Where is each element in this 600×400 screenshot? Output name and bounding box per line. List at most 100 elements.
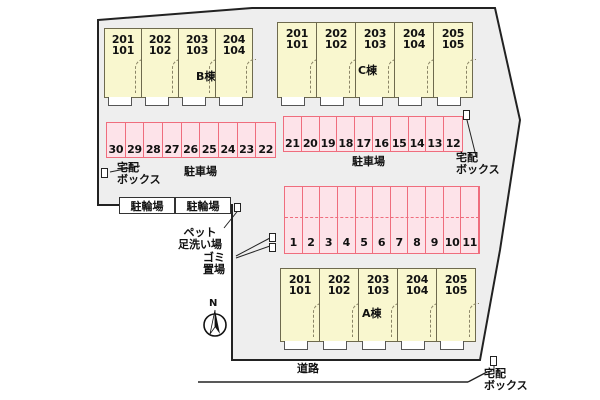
parking-row-center[interactable]: 1 2 3 4 5 6 7 8 9 10 11 — [284, 186, 480, 254]
parking-stall[interactable]: 5 — [356, 187, 374, 253]
entrance-porch — [398, 97, 422, 106]
parking-stall[interactable]: 11 — [461, 187, 480, 253]
entrance-door-icon — [469, 303, 479, 337]
delivery-box-label-right: 宅配 ボックス — [456, 151, 500, 177]
parking-row-right[interactable]: 21 20 19 18 17 16 15 14 13 12 — [283, 116, 463, 152]
entrance-door-icon — [391, 303, 401, 337]
compass-icon — [203, 309, 227, 337]
entrance-door-icon — [427, 59, 437, 93]
parking-stall[interactable]: 30 — [107, 123, 126, 157]
entrance-door-icon — [246, 59, 256, 93]
entrance-door-icon — [310, 59, 320, 93]
entrance-door-icon — [135, 59, 145, 93]
entrance-door-icon — [466, 59, 476, 93]
parking-stall[interactable]: 3 — [320, 187, 338, 253]
pet-wash-label: ペット 足洗い場 — [178, 226, 222, 252]
parking-stall[interactable]: 4 — [338, 187, 356, 253]
entrance-porch — [437, 97, 461, 106]
parking-row-left[interactable]: 30 29 28 27 26 25 24 23 22 — [106, 122, 276, 158]
entrance-porch — [359, 97, 383, 106]
parking-stall[interactable]: 21 — [284, 117, 302, 151]
parking-center-divider — [285, 217, 479, 219]
road-label: 道路 — [297, 362, 319, 375]
parking-stall[interactable]: 29 — [126, 123, 145, 157]
parking-stall[interactable]: 25 — [200, 123, 220, 157]
building-a-label: A棟 — [362, 307, 382, 320]
parking-stall[interactable]: 23 — [238, 123, 257, 157]
parking-stall[interactable]: 26 — [182, 123, 201, 157]
parking-stall[interactable]: 16 — [373, 117, 391, 151]
bicycle-parking-2[interactable]: 駐輪場 — [175, 197, 231, 214]
delivery-box-label-bottom: 宅配 ボックス — [484, 367, 528, 393]
parking-stall[interactable]: 8 — [408, 187, 427, 253]
entrance-porch — [281, 97, 305, 106]
parking-stall[interactable]: 7 — [391, 187, 409, 253]
garbage-marker-lower[interactable] — [269, 243, 276, 252]
parking-stall[interactable]: 20 — [302, 117, 320, 151]
delivery-box-marker-bottom[interactable] — [490, 356, 497, 366]
building-b-label: B棟 — [196, 70, 216, 83]
parking-stall[interactable]: 15 — [391, 117, 409, 151]
parking-stall[interactable]: 18 — [337, 117, 356, 151]
parking-stall[interactable]: 27 — [163, 123, 182, 157]
parking-stall[interactable]: 1 — [285, 187, 303, 253]
entrance-door-icon — [388, 59, 398, 93]
parking-stall[interactable]: 2 — [303, 187, 321, 253]
delivery-box-marker-right[interactable] — [463, 110, 470, 120]
parking-stall[interactable]: 10 — [444, 187, 462, 253]
parking-stall[interactable]: 12 — [445, 137, 461, 150]
entrance-porch — [401, 341, 425, 350]
pet-wash-marker[interactable] — [234, 203, 241, 212]
delivery-box-marker-left[interactable] — [101, 168, 108, 178]
parking-stall[interactable]: 17 — [355, 117, 373, 151]
compass-rose: N — [200, 298, 230, 340]
parking-stall[interactable]: 6 — [373, 187, 391, 253]
delivery-box-label-left: 宅配 ボックス — [117, 161, 161, 187]
parking-stall[interactable]: 9 — [426, 187, 444, 253]
bicycle-parking-1[interactable]: 駐輪場 — [119, 197, 175, 214]
parking-stall[interactable]: 13 — [426, 117, 445, 151]
parking-label-right: 駐車場 — [352, 155, 385, 168]
parking-stall[interactable]: 19 — [320, 117, 338, 151]
entrance-porch — [284, 341, 308, 350]
entrance-door-icon — [430, 303, 440, 337]
compass-north-label: N — [209, 298, 218, 309]
parking-stall[interactable]: 24 — [219, 123, 238, 157]
entrance-door-icon — [209, 59, 219, 93]
entrance-porch — [440, 341, 464, 350]
garbage-marker-upper[interactable] — [269, 233, 276, 242]
entrance-porch — [182, 97, 206, 106]
parking-stall[interactable]: 14 — [409, 117, 427, 151]
parking-stall[interactable]: 22 — [258, 143, 274, 156]
entrance-door-icon — [313, 303, 323, 337]
parking-stall[interactable]: 28 — [144, 123, 164, 157]
